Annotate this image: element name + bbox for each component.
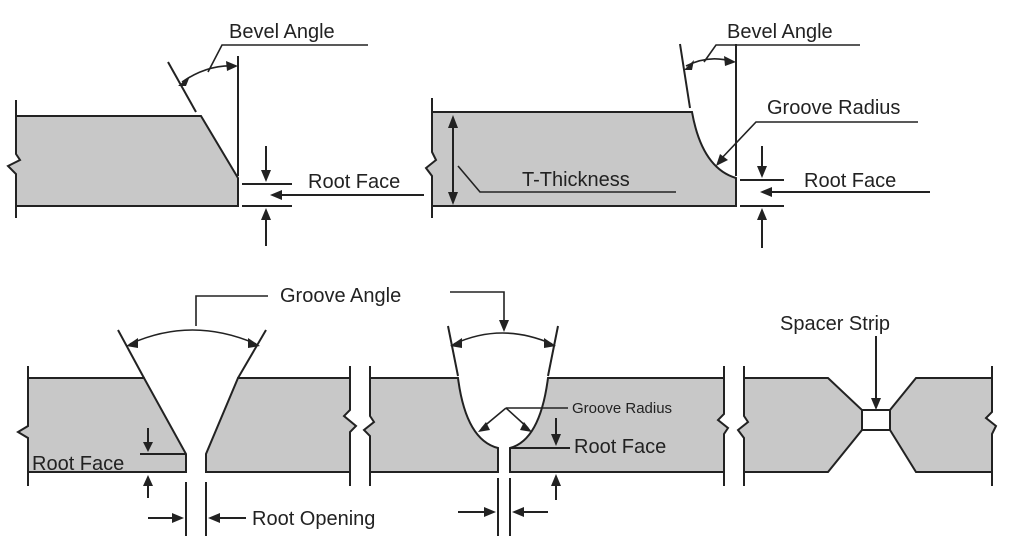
groove-angle-arc bbox=[129, 329, 257, 345]
root-opening-label: Root Opening bbox=[252, 508, 375, 530]
v-groove-joint: Groove Angle Root Face Root Opening bbox=[16, 285, 401, 536]
arrowhead bbox=[551, 474, 561, 486]
arrowhead bbox=[226, 61, 238, 71]
groove-angle-line bbox=[117, 329, 145, 379]
arrowhead bbox=[172, 513, 184, 523]
arrowhead bbox=[484, 507, 496, 517]
double-v-spacer-joint: Spacer Strip bbox=[736, 313, 998, 486]
spacer-strip bbox=[861, 409, 891, 431]
j-groove-plate bbox=[424, 111, 737, 207]
arrowhead bbox=[450, 338, 462, 348]
bevel-angle-label: Bevel Angle bbox=[229, 21, 335, 43]
arrowhead bbox=[448, 115, 458, 128]
bevel-plate-left bbox=[6, 115, 239, 207]
t-thickness-label: T-Thickness bbox=[522, 169, 630, 191]
arrowhead bbox=[143, 442, 153, 452]
v-groove-right-plate bbox=[205, 377, 358, 473]
double-v-left-plate bbox=[736, 377, 863, 473]
bevel-angle-leader bbox=[207, 44, 368, 73]
bevel-joint-left: Bevel Angle Root Face bbox=[6, 21, 424, 246]
arrowhead bbox=[499, 320, 509, 332]
bevel-extension-line bbox=[167, 61, 197, 113]
arrowhead bbox=[512, 507, 524, 517]
arrowhead bbox=[178, 76, 190, 86]
groove-angle-arc bbox=[453, 332, 553, 345]
u-groove-joint: Groove Radius Root Face bbox=[362, 291, 730, 536]
arrowhead bbox=[261, 170, 271, 182]
j-groove-joint: T-Thickness Bevel Angle Groove Radius Ro… bbox=[424, 21, 930, 248]
root-face-label: Root Face bbox=[308, 171, 400, 193]
arrowhead bbox=[143, 475, 153, 486]
arrowhead bbox=[684, 60, 694, 70]
root-face-label-right: Root Face bbox=[804, 170, 896, 192]
t-thickness-leader bbox=[457, 165, 676, 193]
arrowhead bbox=[716, 154, 728, 166]
arrowhead bbox=[544, 338, 556, 348]
groove-radius-label: Groove Radius bbox=[767, 97, 900, 119]
arrowhead bbox=[270, 190, 282, 200]
groove-radius-leader bbox=[719, 121, 918, 161]
arrowhead bbox=[126, 338, 138, 348]
bevel-angle-label-right: Bevel Angle bbox=[727, 21, 833, 43]
arrowhead bbox=[520, 422, 532, 432]
groove-angle-leader bbox=[450, 291, 505, 322]
arrowhead bbox=[208, 513, 220, 523]
bevel-angle-leader bbox=[703, 44, 860, 63]
arrowhead bbox=[760, 187, 772, 197]
arrowhead bbox=[757, 166, 767, 178]
groove-radius-label-small: Groove Radius bbox=[572, 400, 672, 417]
arrowhead bbox=[724, 56, 736, 66]
u-groove-left-plate bbox=[362, 377, 499, 473]
root-face-label-u: Root Face bbox=[574, 436, 666, 458]
spacer-strip-label: Spacer Strip bbox=[780, 313, 890, 335]
root-face-label-v: Root Face bbox=[32, 453, 124, 475]
arrowhead bbox=[871, 398, 881, 410]
groove-angle-line bbox=[447, 325, 459, 377]
arrowhead bbox=[551, 434, 561, 446]
double-v-right-plate bbox=[889, 377, 998, 473]
groove-angle-line bbox=[547, 325, 559, 377]
arrowhead bbox=[478, 422, 490, 432]
groove-angle-label: Groove Angle bbox=[280, 285, 401, 307]
arrowhead bbox=[448, 192, 458, 205]
arrowhead bbox=[248, 338, 260, 348]
groove-angle-line bbox=[237, 329, 267, 379]
bevel-extension-line bbox=[679, 43, 691, 109]
groove-angle-leader bbox=[195, 295, 268, 326]
arrowhead bbox=[757, 208, 767, 220]
arrowhead bbox=[261, 208, 271, 220]
